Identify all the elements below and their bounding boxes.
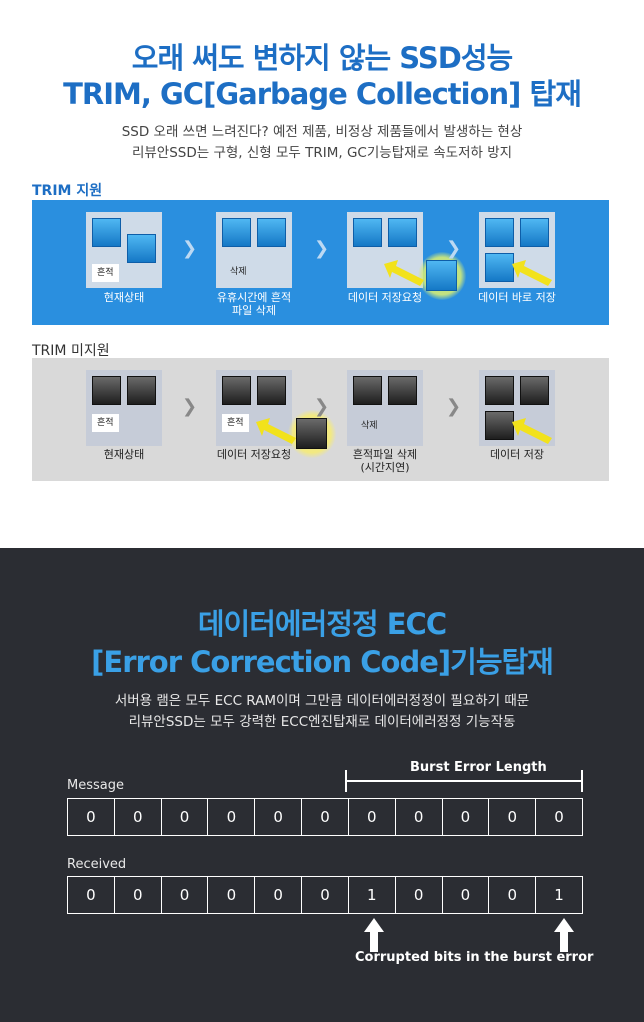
caption-delete-trace: 흔적파일 삭제 (시간지연)	[352, 448, 418, 474]
caption-save-direct: 데이터 바로 저장	[478, 291, 556, 304]
incoming-data-block	[296, 418, 327, 449]
trim-unsupported-diagram: 흔적 ❯ 흔적 ❯ 삭제 ❯ 현재상태	[32, 358, 609, 481]
caption-save-request: 데이터 저장요청	[216, 448, 292, 461]
arrow-icon	[384, 260, 424, 286]
bit-cell: 0	[68, 799, 115, 835]
up-arrow-icon	[554, 918, 574, 952]
bit-cell: 0	[443, 799, 490, 835]
stage-idle-delete: 삭제	[216, 212, 292, 288]
trim-unsupported-label: TRIM 미지원	[32, 343, 110, 359]
stage-save-request	[347, 212, 423, 288]
caption-idle-delete: 유휴시간에 흔적 파일 삭제	[216, 291, 292, 317]
ecc-section: 데이터에러정정 ECC [Error Correction Code]기능탑재 …	[0, 548, 644, 1022]
arrow-icon	[512, 260, 552, 286]
chevron-right-icon: ❯	[314, 396, 330, 417]
ecc-title-line1: 데이터에러정정 ECC	[197, 607, 447, 641]
received-label: Received	[67, 857, 127, 872]
bit-cell: 0	[443, 877, 490, 913]
data-block	[388, 218, 417, 247]
deleted-tag: 삭제	[361, 421, 378, 431]
data-block	[257, 376, 286, 405]
bit-cell: 1	[349, 877, 396, 913]
bit-cell: 0	[302, 799, 349, 835]
chevron-right-icon: ❯	[314, 238, 330, 259]
trace-tag: 흔적	[92, 414, 119, 432]
chevron-right-icon: ❯	[182, 238, 198, 259]
bit-cell: 0	[208, 799, 256, 835]
bit-cell: 0	[349, 799, 396, 835]
bit-cell: 1	[554, 886, 564, 904]
bit-cell: 0	[396, 877, 443, 913]
data-block	[520, 376, 549, 405]
data-block	[127, 376, 156, 405]
section-subtitle-line2: 리뷰안SSD는 구형, 신형 모두 TRIM, GC기능탑재로 속도저하 방지	[131, 145, 513, 161]
chevron-right-icon: ❯	[182, 396, 198, 417]
bit-cell: 0	[115, 877, 162, 913]
data-block	[485, 218, 514, 247]
deleted-tag: 삭제	[230, 267, 247, 277]
incoming-data-block	[426, 260, 457, 291]
bit-cell: 0	[489, 799, 537, 835]
data-block	[485, 376, 514, 405]
caption-save-request: 데이터 저장요청	[347, 291, 423, 304]
ecc-subtitle-line2: 리뷰안SSD는 모두 강력한 ECC엔진탑재로 데이터에러정정 기능작동	[128, 714, 516, 730]
caption-current-state: 현재상태	[103, 448, 145, 461]
trace-tag: 흔적	[92, 264, 119, 282]
stage-current-state: 흔적	[86, 212, 162, 288]
data-block	[92, 376, 121, 405]
arrow-icon	[256, 418, 296, 444]
caption-save-data: 데이터 저장	[489, 448, 545, 461]
section-subtitle-line1: SSD 오래 쓰면 느려진다? 예전 제품, 비정상 제품들에서 발생하는 현상	[121, 124, 523, 140]
arrow-icon	[512, 418, 552, 444]
saved-data-block	[485, 411, 514, 440]
data-block	[520, 218, 549, 247]
bit-cell: 0	[489, 877, 537, 913]
trim-supported-diagram: 흔적 ❯ 삭제 ❯ ❯ 현재상태 유휴시간에 흔적	[32, 200, 609, 325]
caption-current-state: 현재상태	[103, 291, 145, 304]
burst-error-length-label: Burst Error Length	[408, 760, 549, 775]
chevron-right-icon: ❯	[446, 238, 462, 259]
data-block	[388, 376, 417, 405]
trim-supported-label: TRIM 지원	[32, 183, 103, 199]
bit-cell: 0	[302, 877, 349, 913]
bit-cell: 0	[208, 877, 256, 913]
bit-cell: 0	[554, 808, 564, 826]
ecc-title-line2: [Error Correction Code]기능탑재	[91, 645, 554, 679]
bit-cell: 0	[162, 799, 209, 835]
bit-cell: 0	[68, 877, 115, 913]
up-arrow-icon	[364, 918, 384, 952]
saved-data-block	[485, 253, 514, 282]
bit-cell: 0	[162, 877, 209, 913]
message-label: Message	[67, 778, 124, 793]
stage-current-state: 흔적	[86, 370, 162, 446]
corrupted-bits-label: Corrupted bits in the burst error	[355, 950, 594, 965]
data-block	[92, 218, 121, 247]
data-block	[257, 218, 286, 247]
data-block	[353, 376, 382, 405]
burst-length-bracket	[345, 770, 583, 792]
bit-cell: 0	[396, 799, 443, 835]
section-title-line2: TRIM, GC[Garbage Collection] 탑재	[63, 77, 582, 111]
chevron-right-icon: ❯	[446, 396, 462, 417]
trim-gc-section: 오래 써도 변하지 않는 SSD성능 TRIM, GC[Garbage Coll…	[32, 41, 609, 481]
data-block	[127, 234, 156, 263]
data-block	[222, 376, 251, 405]
stage-delete-trace: 삭제	[347, 370, 423, 446]
bit-cell: 0	[115, 799, 162, 835]
bit-cell: 0	[255, 799, 303, 835]
bit-cell: 0	[255, 877, 303, 913]
data-block	[222, 218, 251, 247]
trace-tag: 흔적	[222, 414, 249, 432]
section-title-line1: 오래 써도 변하지 않는 SSD성능	[131, 41, 513, 75]
ecc-subtitle-line1: 서버용 램은 모두 ECC RAM이며 그만큼 데이터에러정정이 필요하기 때문	[114, 693, 530, 709]
data-block	[353, 218, 382, 247]
